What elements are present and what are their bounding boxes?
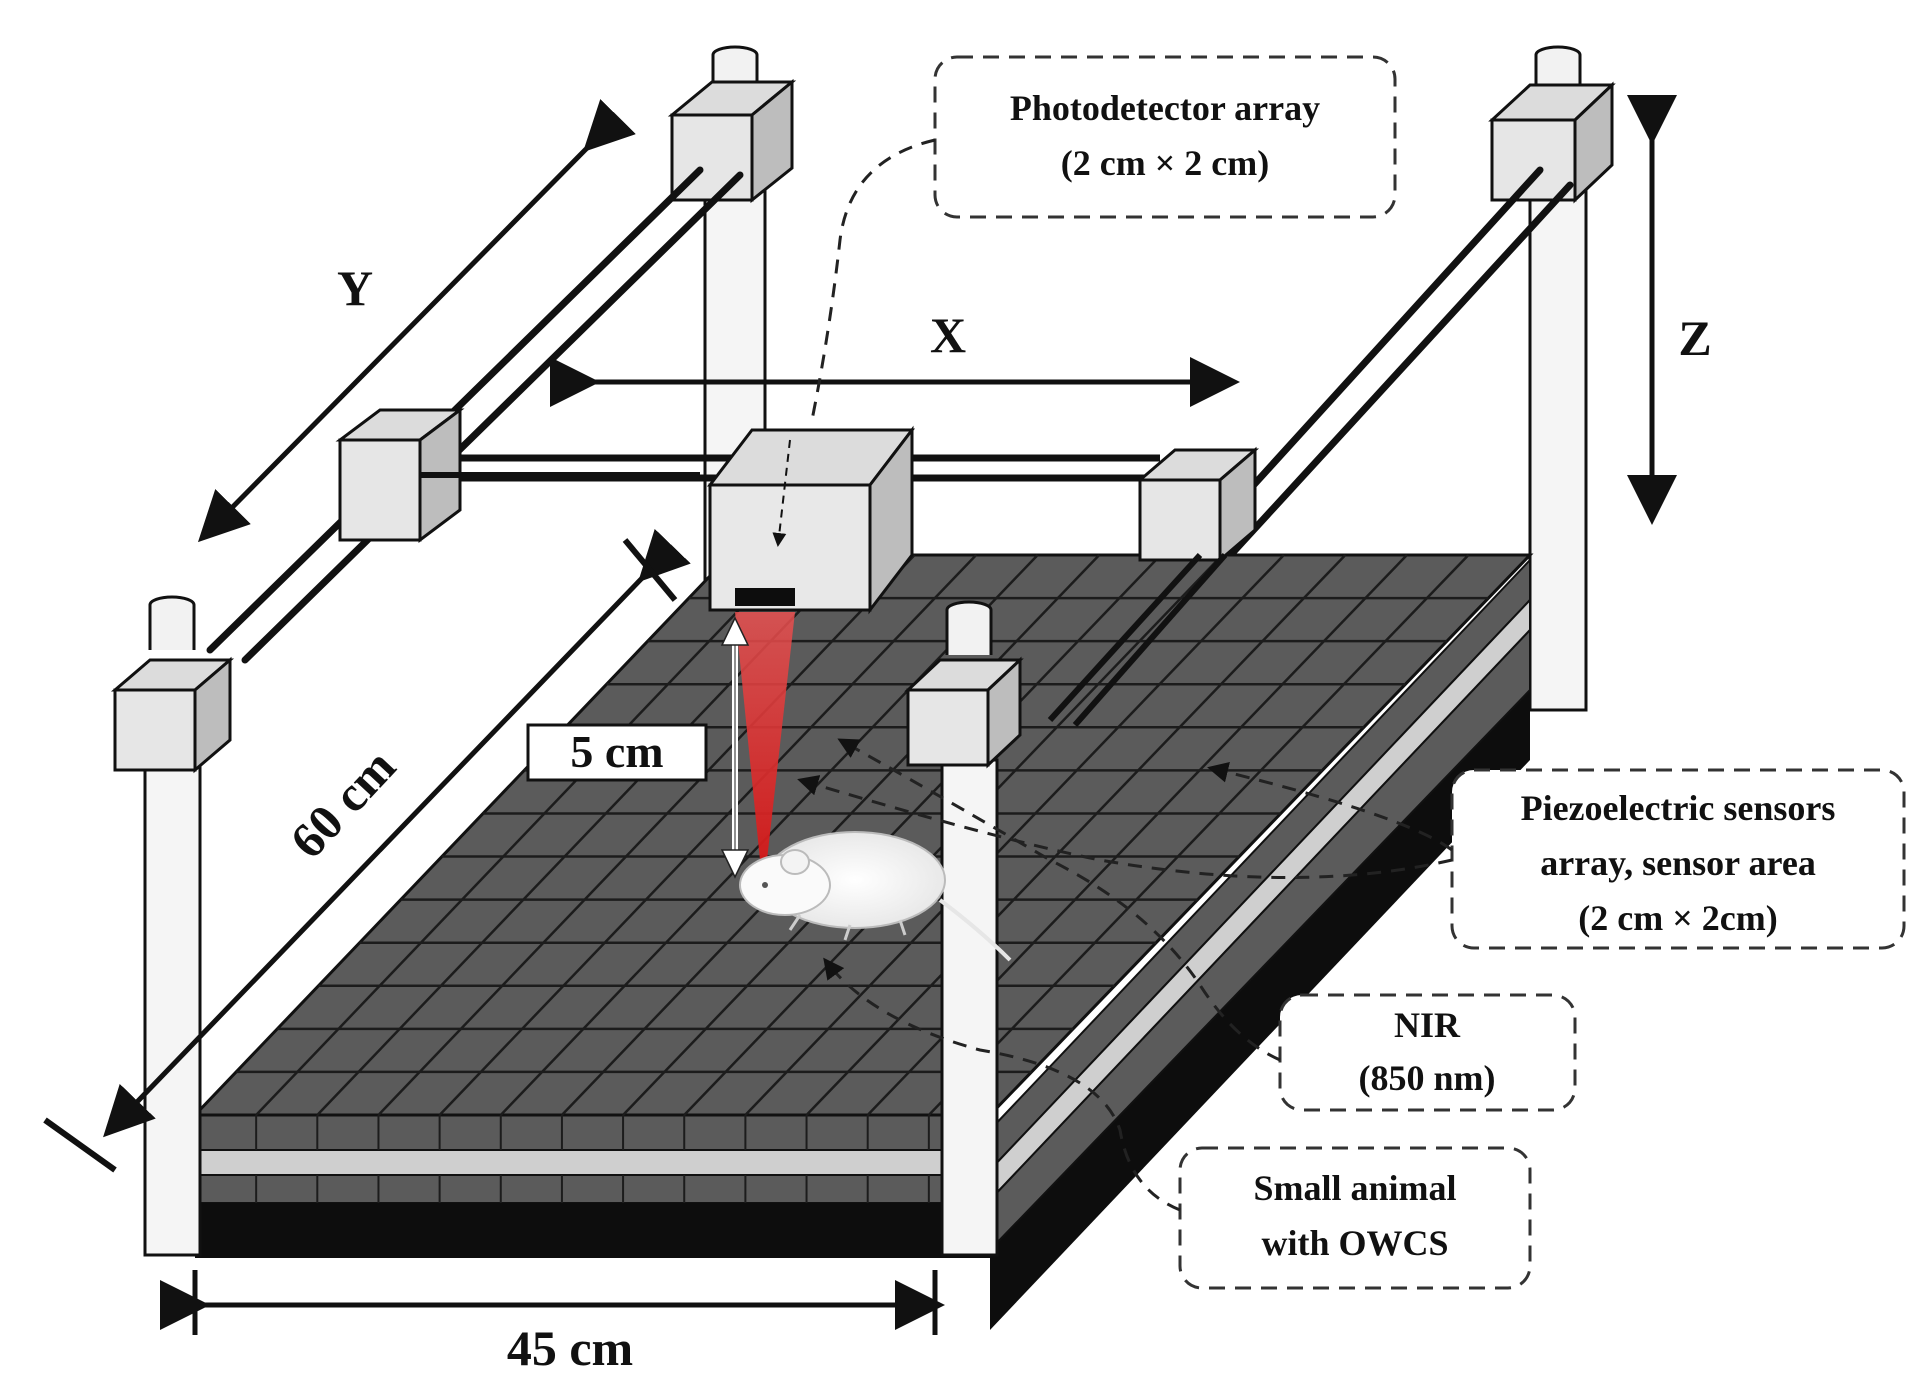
photodetector-callout-line2: (2 cm × 2 cm) <box>1061 143 1269 183</box>
height-label: 5 cm <box>570 726 663 777</box>
small-animal <box>739 831 1012 962</box>
animal-callout: Small animal with OWCS <box>823 957 1532 1290</box>
nir-beam <box>735 612 795 860</box>
animal-callout-line1: Small animal <box>1253 1168 1456 1208</box>
back-right-post <box>1488 45 1616 712</box>
z-axis-label: Z <box>1678 310 1711 366</box>
nir-callout-line1: NIR <box>1394 1005 1461 1045</box>
photodetector-array <box>735 588 795 606</box>
left-slider-block <box>335 407 700 543</box>
piezo-callout-line1: Piezoelectric sensors <box>1521 788 1836 828</box>
grid-line <box>805 554 1347 1116</box>
height-label-box: 5 cm <box>526 723 708 782</box>
right-slider-block <box>1047 446 1260 727</box>
grid-line <box>744 554 1285 1116</box>
height-dimension-arrow <box>720 616 750 879</box>
length-dimension-arrow <box>43 528 691 1173</box>
photodetector-callout-line1: Photodetector array <box>1010 88 1320 128</box>
width-dimension-arrow <box>160 1270 945 1335</box>
x-axis-label: X <box>930 307 966 363</box>
grid-line <box>927 554 1470 1116</box>
y-axis-arrow <box>197 98 636 543</box>
length-label: 60 cm <box>279 738 406 869</box>
width-label: 45 cm <box>507 1320 633 1376</box>
grid-line <box>622 554 1162 1116</box>
nir-callout-line2: (850 nm) <box>1359 1058 1496 1098</box>
front-right-post <box>904 600 1024 1257</box>
nir-callout: NIR (850 nm) <box>837 738 1577 1112</box>
animal-callout-line2: with OWCS <box>1261 1223 1448 1263</box>
piezo-callout: Piezoelectric sensors array, sensor area… <box>797 762 1906 950</box>
photodetector-callout: Photodetector array (2 cm × 2 cm) <box>810 55 1397 421</box>
piezo-callout-line3: (2 cm × 2cm) <box>1578 898 1777 938</box>
piezo-callout-line2: array, sensor area <box>1540 843 1816 883</box>
y-axis-label: Y <box>337 260 373 316</box>
